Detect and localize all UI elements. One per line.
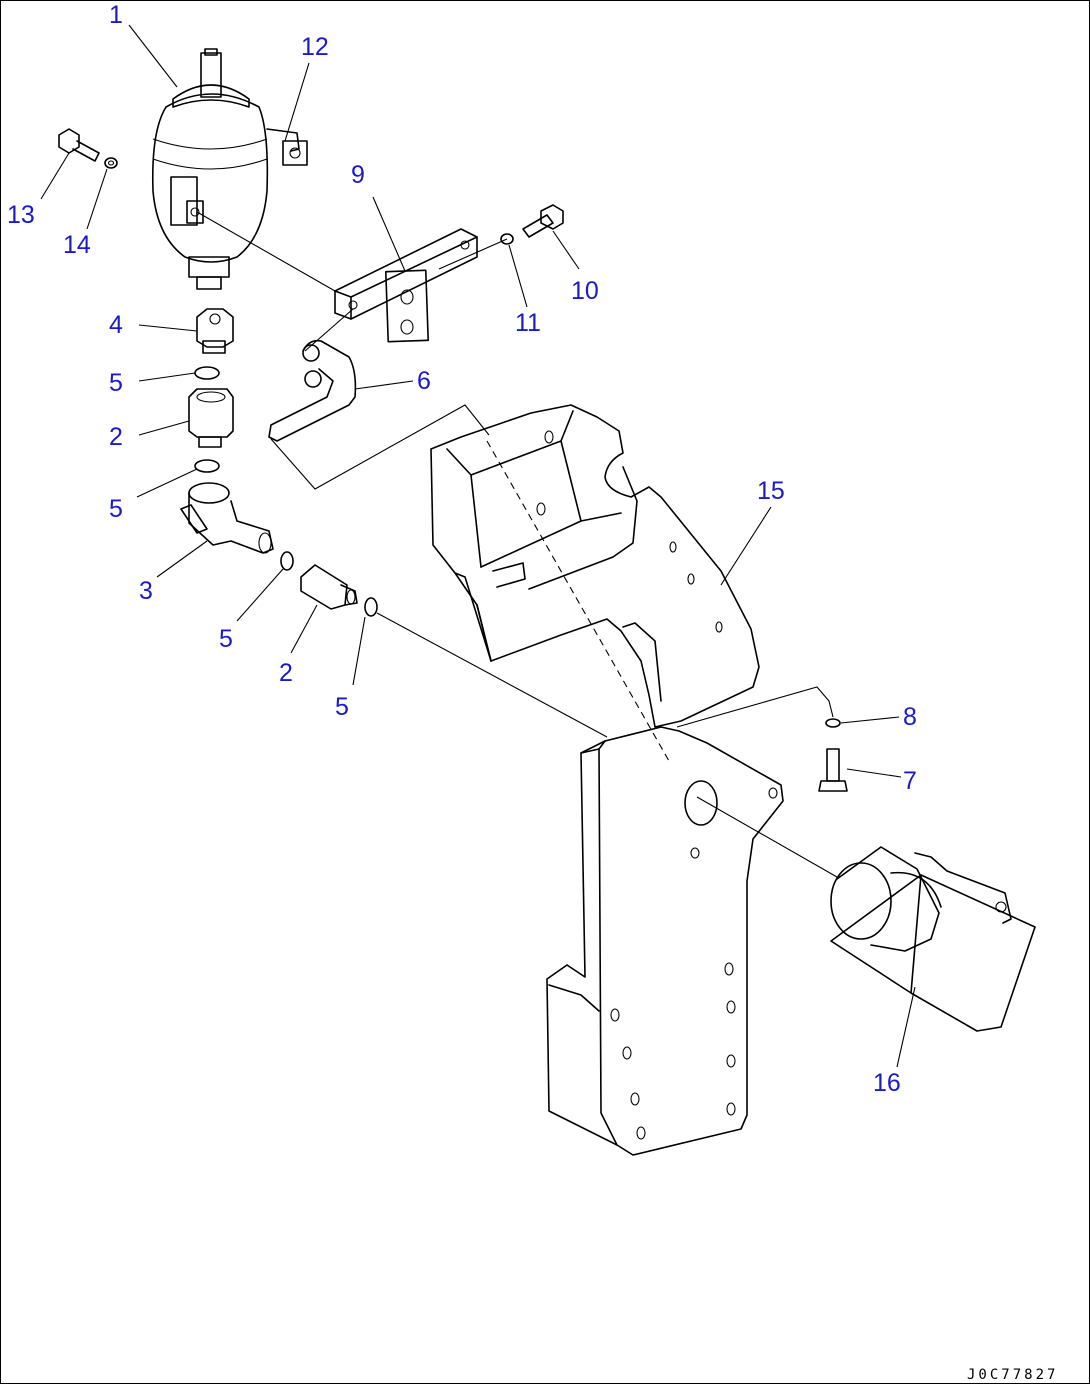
bolt-part-13 xyxy=(58,128,100,162)
callout-1: 1 xyxy=(109,1,123,29)
washer-part-11 xyxy=(500,233,514,245)
o-ring-part-5-d xyxy=(364,597,378,617)
elbow-part-3 xyxy=(180,482,274,554)
callout-14: 14 xyxy=(63,231,91,259)
callout-6: 6 xyxy=(417,367,431,395)
callout-8: 8 xyxy=(903,703,917,731)
washer-part-8 xyxy=(825,718,841,728)
callout-4: 4 xyxy=(109,311,123,339)
callout-3: 3 xyxy=(139,577,153,605)
washer-part-14 xyxy=(104,157,118,169)
callout-12: 12 xyxy=(301,33,329,61)
callout-labels: 1 12 13 14 9 10 11 4 5 2 5 6 3 5 2 5 15 … xyxy=(7,1,917,1097)
assembly-lines xyxy=(196,211,838,878)
callout-11: 11 xyxy=(515,309,541,337)
callout-5-c: 5 xyxy=(219,625,233,653)
callout-16: 16 xyxy=(873,1069,901,1097)
clip-part-6 xyxy=(268,339,357,442)
callout-5-d: 5 xyxy=(335,693,349,721)
callout-15: 15 xyxy=(757,477,785,505)
callout-10: 10 xyxy=(571,277,599,305)
bolt-part-7 xyxy=(818,748,848,792)
callout-13: 13 xyxy=(7,201,35,229)
callout-leaders xyxy=(40,24,916,1068)
o-ring-part-5-a xyxy=(194,366,220,380)
bracket-part-9 xyxy=(334,228,478,343)
callout-2-b: 2 xyxy=(279,659,293,687)
drawing-code: J0C77827 xyxy=(967,1367,1058,1383)
accumulator-part-1 xyxy=(151,48,308,290)
callout-5-a: 5 xyxy=(109,369,123,397)
callout-2-a: 2 xyxy=(109,423,123,451)
valve-part-16 xyxy=(830,846,1036,1032)
mount-bracket-part-15 xyxy=(430,404,784,1156)
o-ring-part-5-c xyxy=(280,551,294,571)
bolt-part-10 xyxy=(522,204,564,238)
o-ring-part-5-b xyxy=(194,459,220,473)
switch-part-4 xyxy=(196,308,234,354)
callout-9: 9 xyxy=(351,161,365,189)
callout-5-b: 5 xyxy=(109,495,123,523)
adapter-part-2-b xyxy=(300,564,358,610)
adapter-part-2-a xyxy=(188,388,234,448)
callout-7: 7 xyxy=(903,767,917,795)
